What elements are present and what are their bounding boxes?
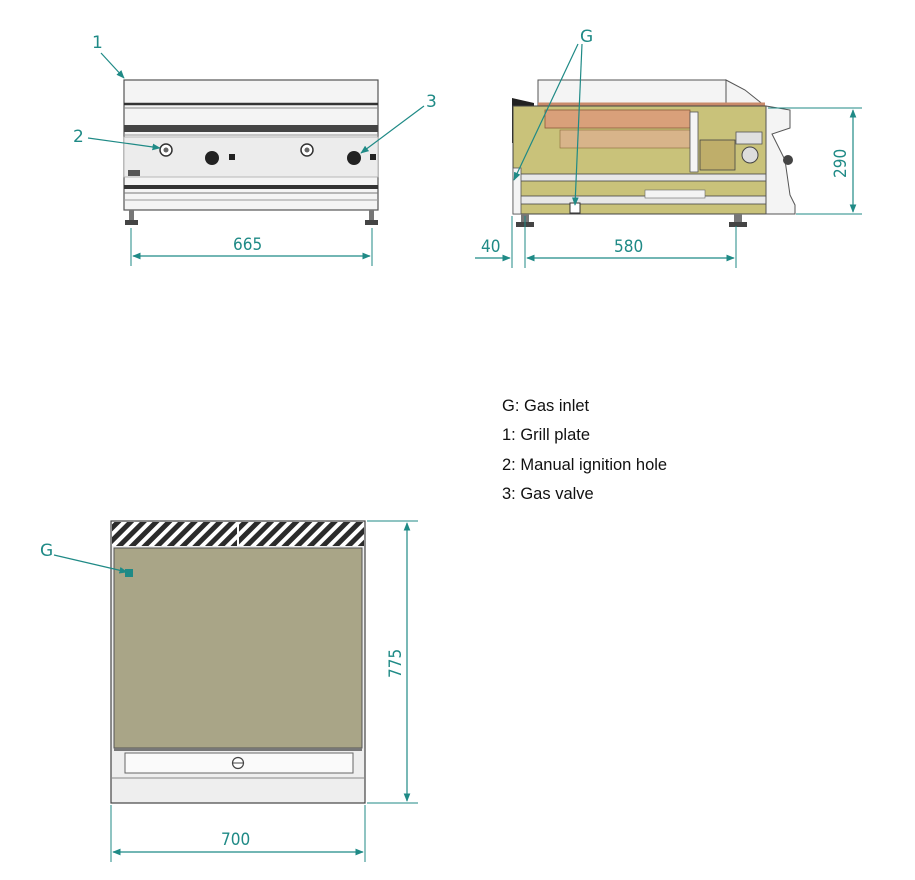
dimension-width-label: 665 bbox=[233, 235, 262, 255]
legend-item-grill-plate: 1: Grill plate bbox=[502, 426, 591, 445]
front-view: 1 2 3 665 bbox=[73, 33, 437, 266]
callout-1: 1 bbox=[92, 33, 103, 53]
callout-g-top: G bbox=[40, 541, 53, 561]
gas-valve-knob-icon bbox=[347, 151, 361, 165]
legend-item-ignition-hole: 2: Manual ignition hole bbox=[502, 455, 668, 474]
legend: G: Gas inlet 1: Grill plate 2: Manual ig… bbox=[502, 395, 667, 512]
side-plate bbox=[537, 79, 727, 107]
grill-plate-top bbox=[113, 547, 363, 749]
dimension-top-width-label: 700 bbox=[221, 830, 250, 850]
dimension-height-label: 290 bbox=[831, 149, 851, 178]
front-lower-band bbox=[124, 185, 378, 189]
dimension-depth-label: 580 bbox=[614, 237, 643, 257]
knob-icon bbox=[205, 151, 219, 165]
control-panel bbox=[123, 136, 379, 178]
gas-inlet-marker bbox=[125, 569, 133, 577]
callout-g-side: G bbox=[580, 27, 593, 47]
legend-item-gas-valve: 3: Gas valve bbox=[502, 484, 594, 503]
front-leg bbox=[369, 210, 374, 220]
front-upper-band bbox=[124, 125, 378, 132]
side-view: G 290 40 580 bbox=[475, 27, 862, 268]
gas-pipe bbox=[512, 173, 767, 182]
copper-plate bbox=[544, 109, 691, 129]
top-view: G 775 700 bbox=[40, 520, 418, 862]
dimension-top-depth-label: 775 bbox=[386, 649, 406, 678]
callout-3: 3 bbox=[426, 92, 437, 112]
legend-item-gas-inlet: G: Gas inlet bbox=[502, 397, 590, 415]
side-leg bbox=[734, 214, 742, 224]
dimension-offset-label: 40 bbox=[481, 237, 500, 257]
callout-2: 2 bbox=[73, 127, 84, 147]
front-leg bbox=[129, 210, 134, 220]
side-control-panel bbox=[765, 105, 796, 215]
